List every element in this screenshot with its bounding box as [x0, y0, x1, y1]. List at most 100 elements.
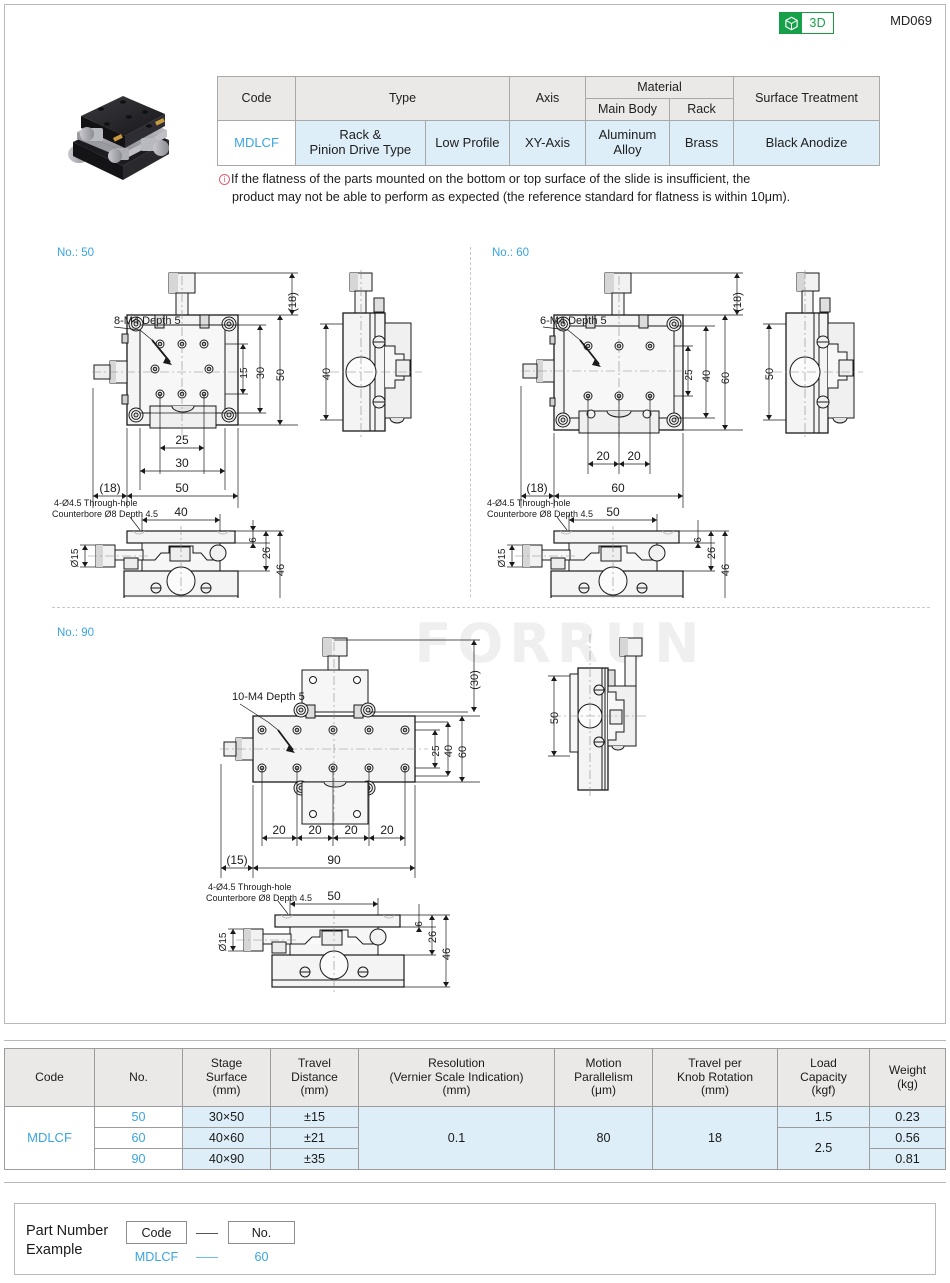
cube-3d-icon	[780, 13, 803, 33]
dim-no90-tap-note: 10-M4 Depth 5	[232, 691, 305, 703]
dim-no90-top-bracket: (30)	[469, 670, 481, 690]
spec-cell-resolution: 0.1	[358, 1106, 555, 1170]
spec-cell-load-6090: 2.5	[777, 1127, 870, 1170]
cell-main-body-line2: Alloy	[613, 142, 642, 157]
spec-th-travel-distance: Travel Distance (mm)	[270, 1048, 359, 1107]
dim-no90-side-50: 50	[549, 712, 561, 724]
specification-table: Code No. Stage Surface (mm) Travel Dista…	[4, 1048, 946, 1170]
spec-th-mp-l1: Motion	[585, 1055, 622, 1070]
dim-no50-inner-15: 15	[239, 367, 250, 379]
dim-no90-front-50: 50	[327, 889, 341, 903]
spec-th-motion-parallelism: Motion Parallelism (μm)	[554, 1048, 653, 1107]
spec-cell-weight-90: 0.81	[869, 1148, 946, 1170]
dim-no50-through-note-1: 4-Ø4.5 Through-hole	[54, 498, 137, 508]
dim-no90-front-26: 26	[427, 931, 439, 943]
spec-cell-motion-parallelism: 80	[554, 1106, 653, 1170]
spec-cell-travel-50: ±15	[270, 1106, 359, 1128]
spec-th-code: Code	[4, 1048, 95, 1107]
dim-no60-through-note-1: 4-Ø4.5 Through-hole	[487, 498, 570, 508]
spec-th-w-l2: (kg)	[897, 1076, 918, 1091]
spec-th-res-l3: (mm)	[442, 1083, 471, 1098]
dim-no60-front-46: 46	[720, 564, 732, 576]
section-divider-horizontal	[52, 607, 930, 608]
page-header: 3D MD069	[0, 12, 942, 38]
cell-type-line2: Pinion Drive Type	[309, 142, 412, 157]
dim-no90-front-6: 6	[414, 921, 425, 927]
cell-main-body-line1: Aluminum	[598, 127, 657, 143]
overview-table: Code Type Axis Material Surface Treatmen…	[217, 76, 880, 166]
spec-th-tpk-l3: (mm)	[701, 1083, 729, 1098]
spec-cell-travel-90: ±35	[270, 1148, 359, 1170]
spec-th-tpk-l1: Travel per	[688, 1055, 742, 1070]
dim-no60-top-bracket: (18)	[732, 292, 744, 312]
dim-no50-pitch-25: 25	[175, 433, 189, 447]
spec-th-weight: Weight (kg)	[869, 1048, 946, 1107]
dim-no90-front-46: 46	[441, 948, 453, 960]
dim-no50-knob-dia: Ø15	[70, 548, 81, 567]
spec-cell-no-60: 60	[94, 1127, 183, 1149]
spec-th-travel-l2: Distance	[291, 1069, 338, 1084]
spec-th-mp-l3: (μm)	[591, 1083, 616, 1098]
dim-no50-overall-50-v: 50	[275, 369, 287, 381]
spec-cell-no-50: 50	[94, 1106, 183, 1128]
spec-cell-stage-60: 40×60	[182, 1127, 271, 1149]
info-icon: i	[219, 174, 230, 185]
dim-no90-overall-90-h: 90	[327, 853, 341, 867]
3d-badge-label: 3D	[809, 16, 826, 30]
dim-no60-front-26: 26	[706, 547, 718, 559]
3d-model-badge[interactable]: 3D	[779, 12, 834, 34]
spec-cell-travel-per-knob: 18	[652, 1106, 778, 1170]
spec-th-travel-l1: Travel	[298, 1055, 331, 1070]
spec-cell-load-50: 1.5	[777, 1106, 870, 1128]
th-code: Code	[217, 76, 296, 121]
dim-no50-top-bracket: (18)	[287, 292, 299, 312]
spec-th-lc-l2: Capacity	[800, 1069, 847, 1084]
spec-cell-weight-60: 0.56	[869, 1127, 946, 1149]
spec-row-90: 90 40×90 ±35 0.81	[5, 1148, 946, 1170]
dim-no60-inner-40: 40	[701, 370, 713, 382]
spec-cell-travel-60: ±21	[270, 1127, 359, 1149]
spec-th-load-capacity: Load Capacity (kgf)	[777, 1048, 870, 1107]
spec-th-travel-per-knob: Travel per Knob Rotation (mm)	[652, 1048, 778, 1107]
dim-no90-inner-25: 25	[431, 745, 442, 757]
dim-no50-through-note-2: Counterbore Ø8 Depth 4.5	[52, 509, 158, 519]
overview-data-row: MDLCF Rack & Pinion Drive Type Low Profi…	[217, 120, 880, 166]
dim-no90-inner-40: 40	[443, 745, 455, 757]
th-main-body: Main Body	[585, 98, 670, 121]
spec-th-w-l1: Weight	[888, 1062, 927, 1077]
part-number-value-separator	[196, 1257, 218, 1258]
dim-no50-tap-note: 8-M4 Depth 5	[114, 315, 181, 327]
dim-no50-front-6: 6	[248, 537, 259, 543]
dim-no60-left-bracket: (18)	[526, 481, 547, 495]
dim-no60-front-50: 50	[606, 505, 620, 519]
spec-th-travel-l3: (mm)	[300, 1083, 329, 1098]
spec-row-50: MDLCF 50 30×50 ±15 0.1 80 18 1.5 0.23	[4, 1106, 946, 1170]
dim-no50-front-46: 46	[275, 564, 287, 576]
section-divider-vertical	[470, 247, 471, 597]
overview-header-row-2: Main Body Rack	[218, 98, 880, 121]
cell-code: MDLCF	[217, 120, 296, 166]
dim-no60-overall-60-h: 60	[611, 481, 625, 495]
part-number-no-box[interactable]: No.	[228, 1221, 295, 1244]
spec-th-lc-l1: Load	[810, 1055, 837, 1070]
spec-th-stage-l3: (mm)	[212, 1083, 241, 1098]
spec-header-row: Code No. Stage Surface (mm) Travel Dista…	[4, 1048, 946, 1107]
dim-no90-knob-dia: Ø15	[218, 932, 229, 951]
dim-no90-pitch-20d: 20	[380, 823, 394, 837]
spec-th-resolution: Resolution (Vernier Scale Indication) (m…	[358, 1048, 555, 1107]
dim-no60-pitch-20b: 20	[627, 449, 641, 463]
part-number-separator	[196, 1233, 218, 1234]
part-number-code-value: MDLCF	[134, 1250, 179, 1264]
th-rack: Rack	[669, 98, 734, 121]
part-number-code-box[interactable]: Code	[126, 1221, 187, 1244]
dim-no60-knob-dia: Ø15	[497, 548, 508, 567]
spec-th-stage-surface: Stage Surface (mm)	[182, 1048, 271, 1107]
dim-no60-inner-25: 25	[684, 369, 695, 381]
part-number-example-label: Part Number Example	[26, 1222, 108, 1260]
dim-no50-side-40: 40	[321, 368, 333, 380]
dim-no90-pitch-20a: 20	[272, 823, 286, 837]
dim-no60-front-6: 6	[693, 537, 704, 543]
product-photo	[57, 76, 183, 184]
spec-cell-weight-50: 0.23	[869, 1106, 946, 1128]
